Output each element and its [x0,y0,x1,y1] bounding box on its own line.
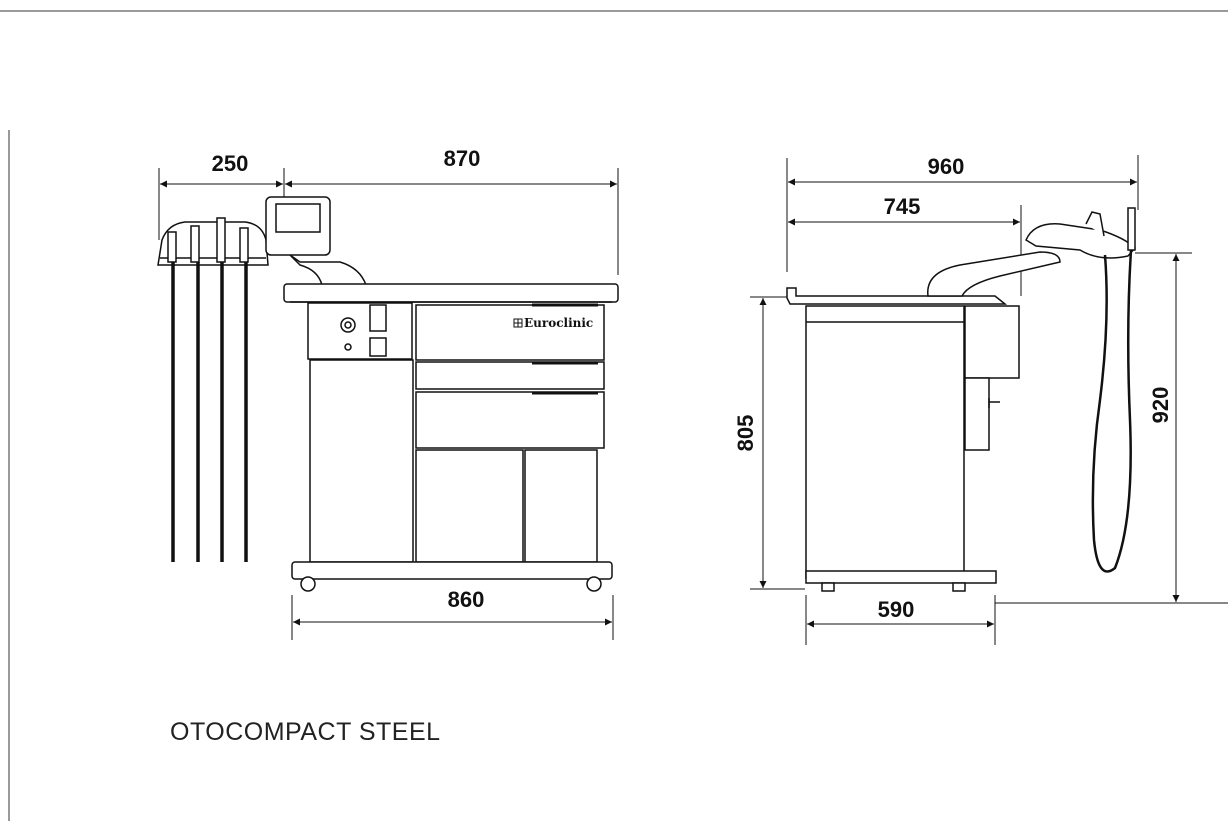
door-left [415,449,524,563]
side-hose [1091,249,1133,573]
control-panel [307,302,413,360]
side-cabinet [805,305,965,579]
handpiece [1127,207,1136,251]
drawer-3 [415,391,605,449]
cabinet-left-column [309,359,414,563]
wheel-left [300,576,316,592]
side-arm-head [1025,223,1137,259]
dim-label-805: 805 [733,415,758,452]
drawer-2 [415,361,605,390]
monitor-arm [289,254,368,286]
dim-label-745: 745 [884,194,921,219]
front-base [291,561,613,580]
dim-label-920: 920 [1148,387,1173,424]
product-title: OTOCOMPACT STEEL [170,718,441,746]
side-back-box [964,305,1020,379]
side-arm [927,251,1061,297]
door-right [524,449,598,563]
wheel-right [586,576,602,592]
dim-label-860: 860 [448,587,485,612]
drawer-1 [415,304,605,361]
front-top [283,283,619,303]
dim-label-590: 590 [878,597,915,622]
brand-label: Euroclinic [524,316,593,330]
dim-label-250: 250 [212,151,249,176]
dim-label-960: 960 [928,154,965,179]
side-top [786,287,1008,305]
dim-label-870: 870 [444,146,481,171]
front-view [157,168,619,640]
brand-logo: Euroclinic [513,316,593,330]
side-base [805,570,997,584]
side-view [750,155,1228,645]
